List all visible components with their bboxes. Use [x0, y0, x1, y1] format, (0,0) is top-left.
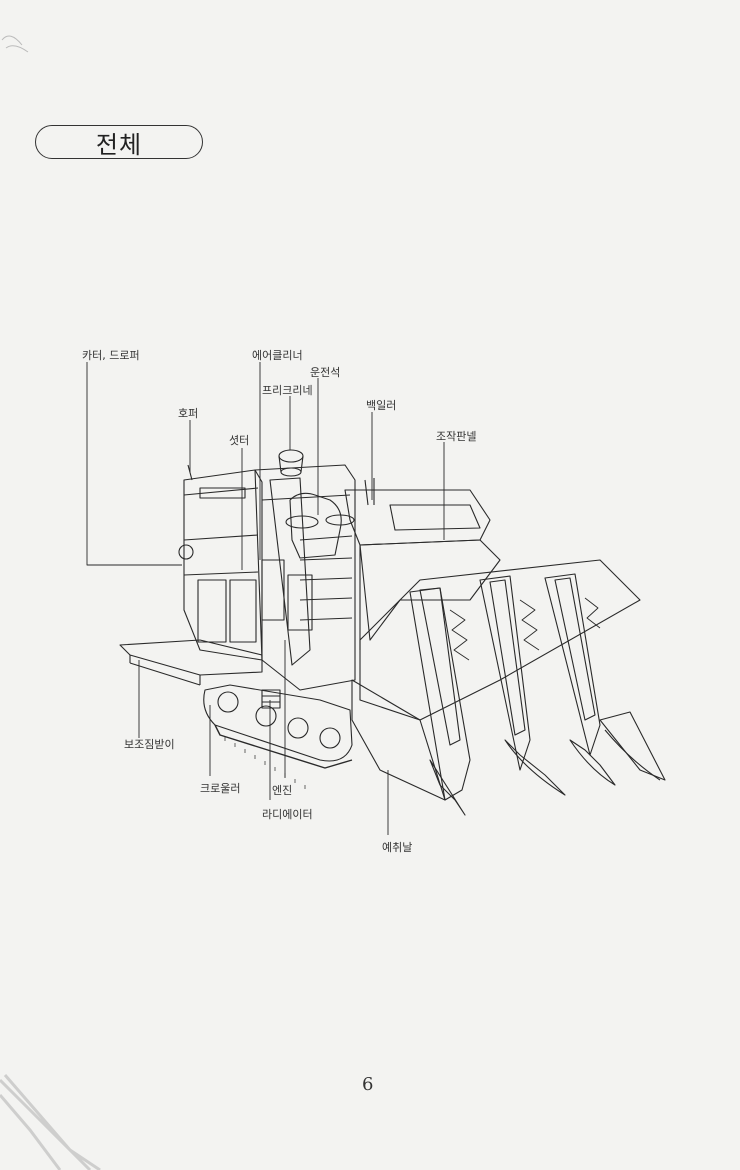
label-crawler: 크로울러: [200, 782, 241, 795]
label-aux-bag-holder: 보조짐받이: [124, 738, 175, 751]
label-back-roller: 백일러: [366, 399, 397, 412]
page-number: 6: [362, 1074, 374, 1095]
label-hopper: 호퍼: [178, 407, 199, 420]
leader-lines: [86, 362, 445, 835]
label-shutter: 셧터: [229, 434, 250, 447]
reaper-frame: [351, 559, 641, 801]
engine-body: [254, 464, 356, 691]
label-engine: 엔진: [272, 784, 293, 797]
hopper-body: [178, 464, 263, 661]
divider-4: [599, 711, 666, 781]
precleaner: [278, 449, 304, 477]
crawler-track: [203, 684, 353, 789]
seat: [285, 492, 355, 559]
label-cutter-dropper: 카터, 드로퍼: [82, 349, 140, 362]
reaper-teeth: [449, 597, 601, 661]
divider-3: [544, 573, 616, 786]
section-title-box: 전체: [35, 125, 203, 159]
label-precleaner: 프리크리네: [262, 384, 313, 397]
control-deck: [344, 478, 501, 650]
radiator-detail: [261, 689, 281, 709]
scan-smudge-top-left: [1, 35, 29, 53]
scan-smudge-bottom-left: [0, 1074, 101, 1170]
divider-2: [479, 575, 566, 796]
label-driver-seat: 운전석: [310, 366, 341, 379]
label-reaper-blade: 예취날: [382, 841, 413, 854]
section-title: 전체: [95, 130, 143, 159]
label-radiator: 라디에이터: [262, 808, 313, 821]
divider-1: [409, 587, 471, 816]
aux-platform: [119, 639, 263, 686]
label-air-cleaner: 에어클리너: [252, 349, 303, 362]
label-control-panel: 조작판넬: [436, 430, 477, 443]
